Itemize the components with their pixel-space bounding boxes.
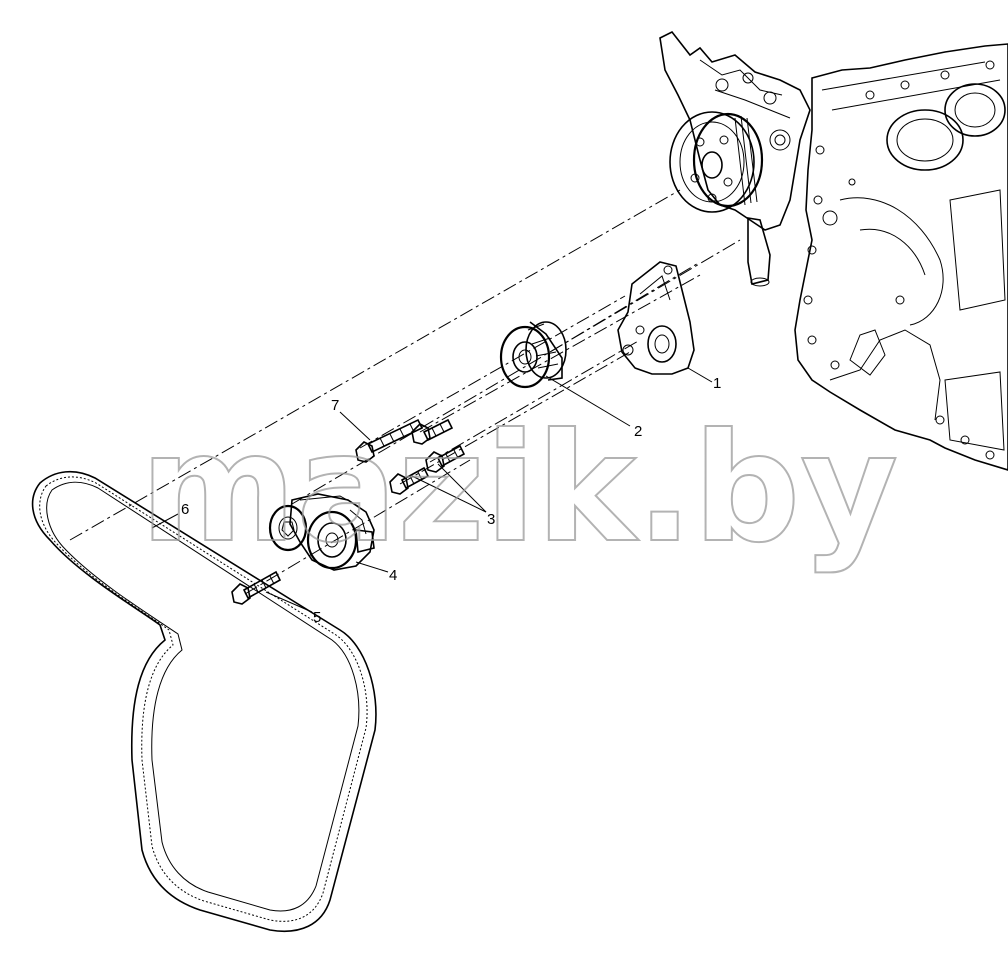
alignment-lines: [69, 189, 741, 595]
water-pump-assembly: [659, 30, 811, 287]
callout-5: 5: [313, 609, 321, 626]
part-1-tensioner-bracket: [617, 261, 695, 375]
callout-labels: 1 2 3 4 5 6 7: [181, 375, 721, 626]
callout-3: 3: [487, 511, 495, 528]
callout-4: 4: [389, 567, 397, 584]
callout-1: 1: [713, 375, 721, 392]
part-4-belt-tensioner: [268, 493, 375, 571]
callout-7: 7: [331, 397, 339, 414]
part-3-bolts: [389, 418, 466, 495]
leader-lines: [151, 367, 713, 613]
callout-2: 2: [634, 423, 642, 440]
part-2-idler-pulley: [499, 321, 567, 389]
watermark-text: mazik.by: [140, 402, 898, 576]
callout-6: 6: [181, 501, 189, 518]
engine-block: [794, 43, 1008, 471]
part-5-bolt: [231, 570, 282, 605]
part-6-poly-v-belt: [31, 470, 377, 932]
